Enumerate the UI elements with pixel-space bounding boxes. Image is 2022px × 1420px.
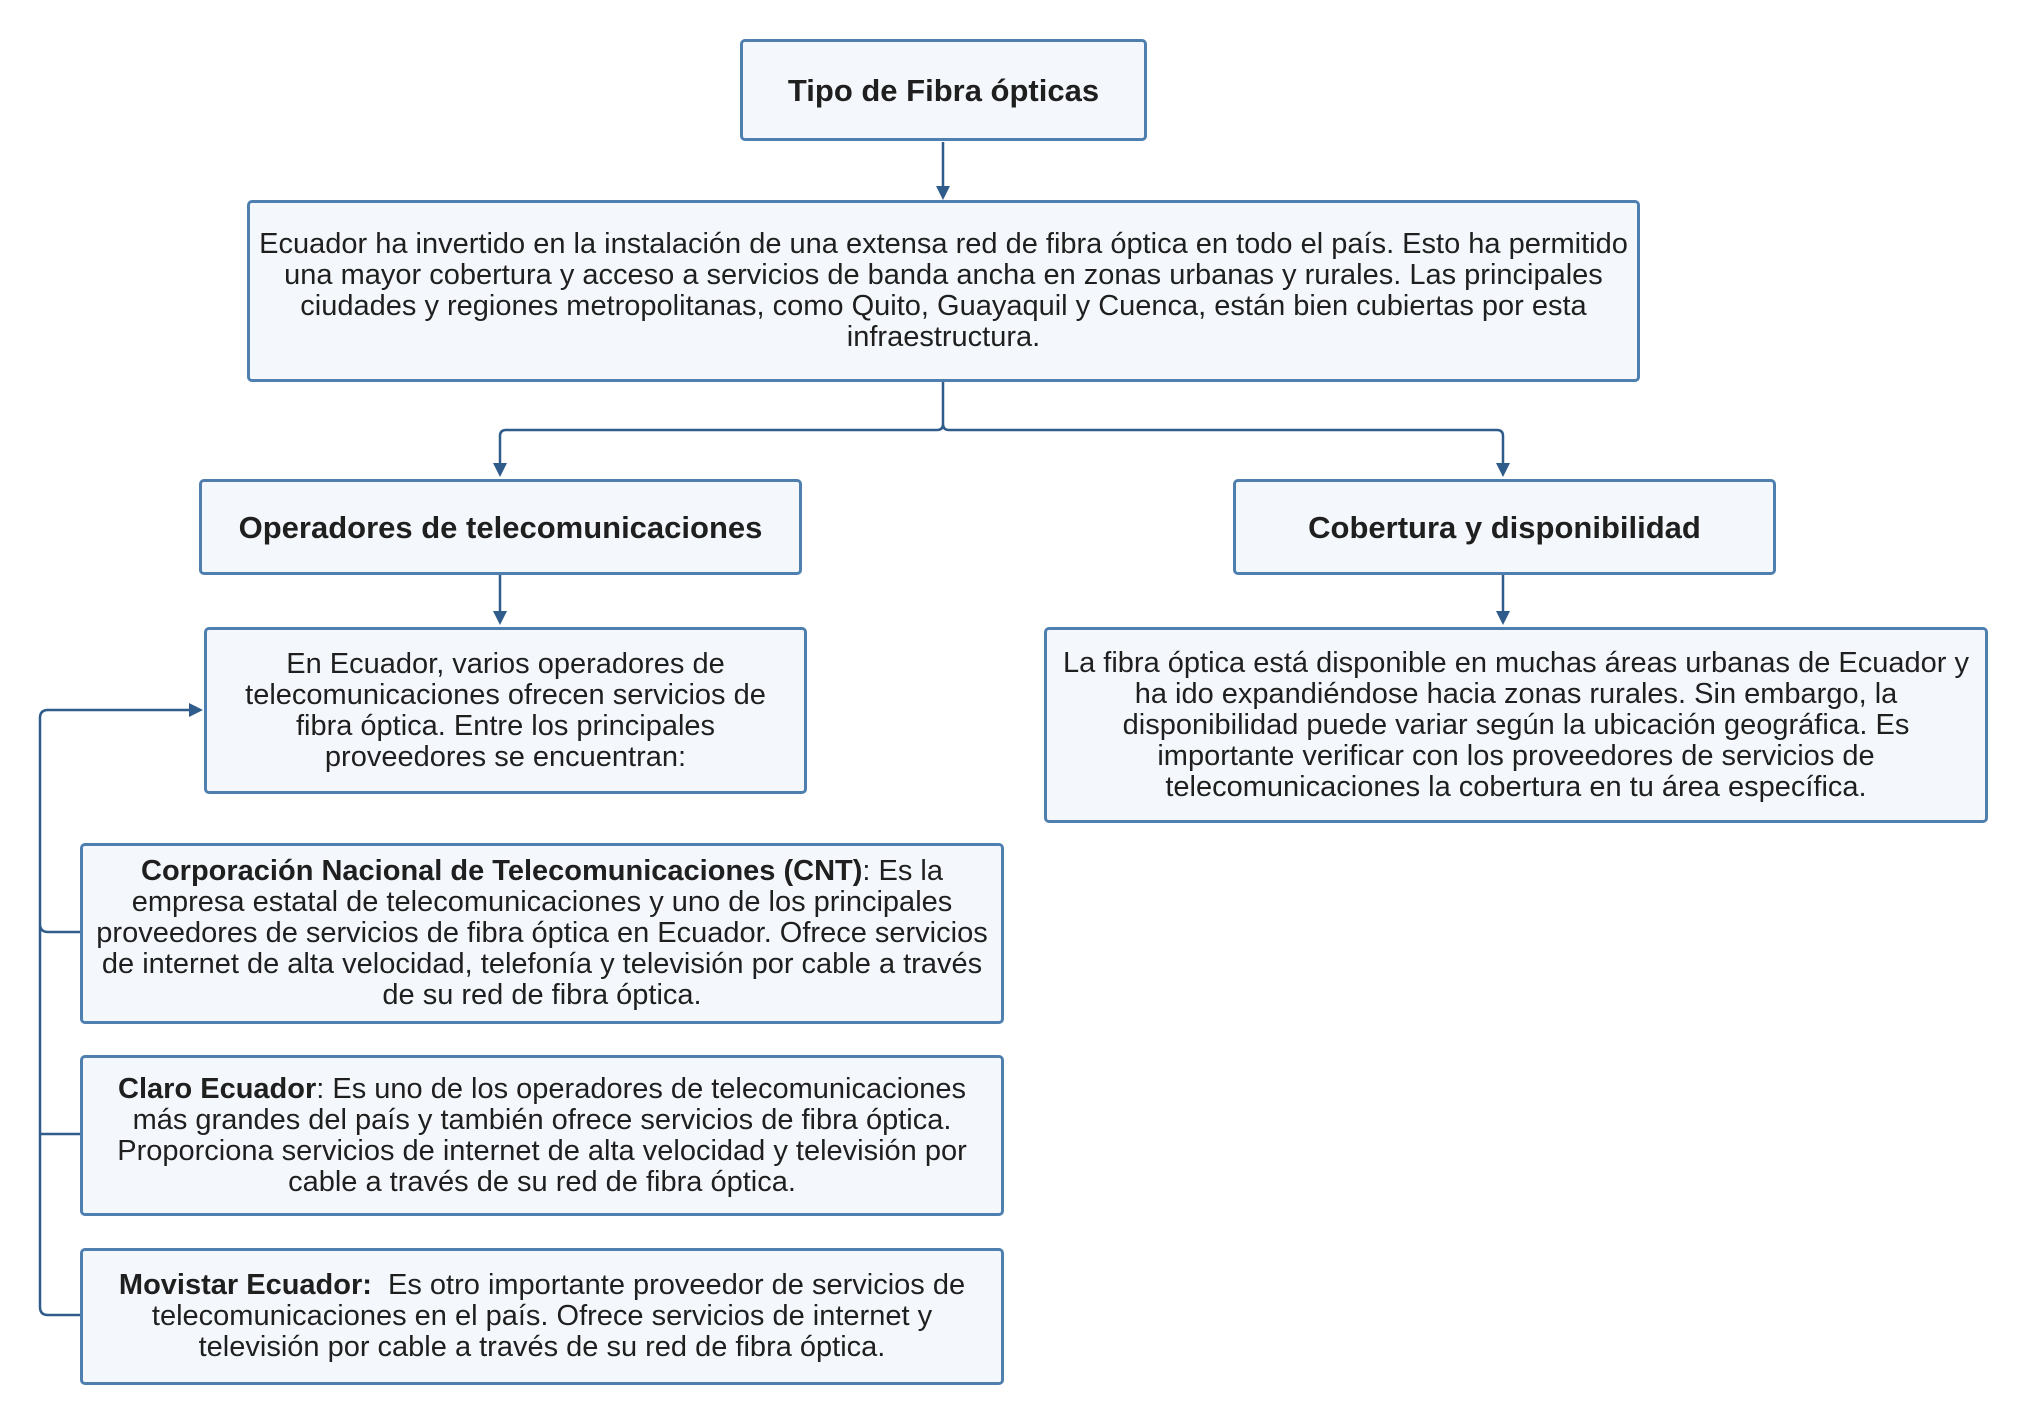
provider-box-movistar: Movistar Ecuador: Es otro importante pro… (80, 1248, 1004, 1385)
provider-claro-name: Claro Ecuador (118, 1072, 317, 1105)
coverage-description-box: La fibra óptica está disponible en mucha… (1044, 627, 1988, 823)
intro-text: Ecuador ha invertido en la instalación d… (259, 228, 1628, 353)
arrowhead (493, 611, 507, 625)
provider-cnt-paragraph: Corporación Nacional de Telecomunicacion… (89, 856, 995, 1011)
provider-movistar-text: Es otro importante proveedor de servicio… (151, 1269, 974, 1363)
operators-heading-text: Operadores de telecomunicaciones (238, 509, 763, 545)
title-box: Tipo de Fibra ópticas (740, 39, 1147, 141)
operators-heading-box: Operadores de telecomunicaciones (199, 479, 802, 575)
provider-claro-paragraph: Claro Ecuador: Es uno de los operadores … (89, 1072, 995, 1198)
intro-box: Ecuador ha invertido en la instalación d… (247, 200, 1640, 382)
operators-description-text: En Ecuador, varios operadores de telecom… (245, 647, 766, 773)
arrowhead (1496, 463, 1510, 477)
connector-providers-bracket (38, 708, 190, 1317)
arrowhead (1496, 611, 1510, 625)
provider-cnt-name: Corporación Nacional de Telecomunicacion… (141, 855, 863, 887)
provider-movistar-name: Movistar Ecuador: (118, 1269, 372, 1301)
provider-box-claro: Claro Ecuador: Es uno de los operadores … (80, 1055, 1004, 1216)
coverage-heading-box: Cobertura y disponibilidad (1233, 479, 1776, 575)
coverage-description-text: La fibra óptica está disponible en mucha… (1062, 646, 1969, 803)
provider-box-cnt: Corporación Nacional de Telecomunicacion… (80, 843, 1004, 1024)
provider-cnt-text: : Es la empresa estatal de telecomunicac… (96, 855, 988, 1011)
provider-movistar-paragraph: Movistar Ecuador: Es otro importante pro… (93, 1270, 991, 1363)
provider-claro-text: : Es uno de los operadores de telecomuni… (117, 1072, 967, 1198)
arrowhead (936, 186, 950, 200)
title-text: Tipo de Fibra ópticas (787, 72, 1100, 108)
connector-intro-branches (498, 382, 1505, 465)
arrowhead (189, 703, 203, 717)
coverage-heading-text: Cobertura y disponibilidad (1308, 509, 1701, 545)
arrowhead (493, 463, 507, 477)
operators-description-box: En Ecuador, varios operadores de telecom… (204, 627, 807, 794)
